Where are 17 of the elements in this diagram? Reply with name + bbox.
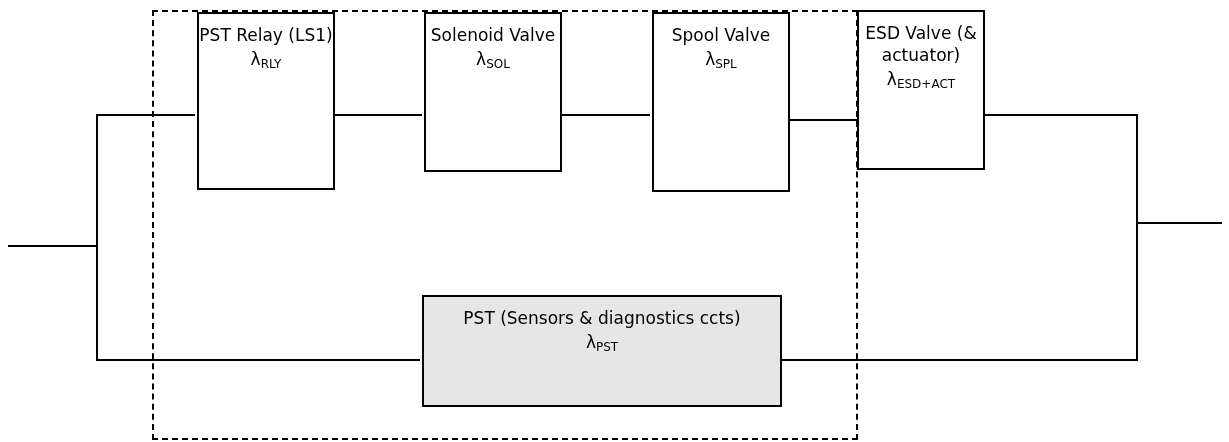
block-label: ESD Valve (& actuator) [864, 22, 978, 67]
process-box [652, 12, 790, 192]
failure-rate-symbol: λ$_{SPL}$ [705, 48, 737, 73]
connector-line [7, 245, 421, 361]
block-label: Spool Valve [671, 24, 771, 47]
block-label: PST (Sensors & diagnostics ccts) [463, 307, 741, 330]
block-label: PST Relay (LS1) [199, 24, 333, 47]
process-box [857, 10, 985, 170]
failure-rate-symbol: λ$_{ESD+ACT}$ [886, 68, 956, 93]
block-label: Solenoid Valve [430, 24, 556, 47]
failure-rate-symbol: λ$_{SOL}$ [476, 48, 510, 73]
dashed-boundary-box [152, 10, 858, 440]
failure-rate-symbol: λ$_{PST}$ [585, 331, 619, 356]
process-box [424, 12, 562, 172]
process-box [197, 12, 335, 190]
shaded-process-box [422, 295, 782, 407]
failure-rate-symbol: λ$_{RLY}$ [250, 48, 282, 73]
